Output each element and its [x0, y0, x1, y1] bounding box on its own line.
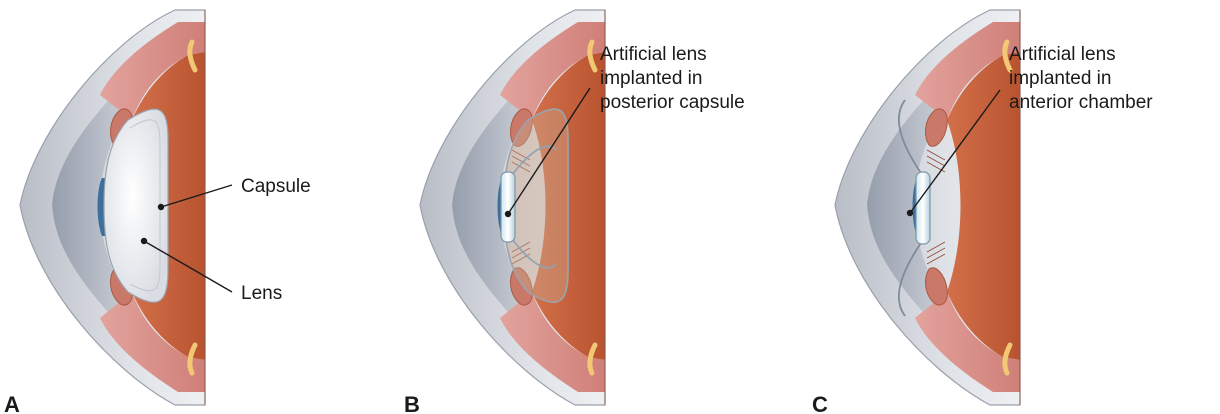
artificial-lens-c-label-line-3: anterior chamber [1009, 92, 1153, 113]
panel-b: Artificial lens implanted in posterior c… [404, 10, 745, 414]
lens-label: Lens [241, 283, 282, 304]
capsule-label: Capsule [241, 176, 311, 197]
panel-letter-a: A [4, 392, 20, 414]
panel-letter-b: B [404, 392, 420, 414]
artificial-lens-b-label-line-3: posterior capsule [600, 92, 745, 113]
artificial-lens-c-label-line-2: implanted in [1009, 68, 1111, 89]
panel-letter-c: C [812, 392, 828, 414]
artificial-lens-c [916, 172, 930, 244]
panel-c: Artificial lens implanted in anterior ch… [812, 10, 1153, 414]
artificial-lens-c-label-line-1: Artificial lens [1009, 44, 1116, 65]
artificial-lens-b-label-line-1: Artificial lens [600, 44, 707, 65]
panel-a: Capsule Lens A [4, 10, 311, 414]
artificial-lens-b-label-line-2: implanted in [600, 68, 702, 89]
